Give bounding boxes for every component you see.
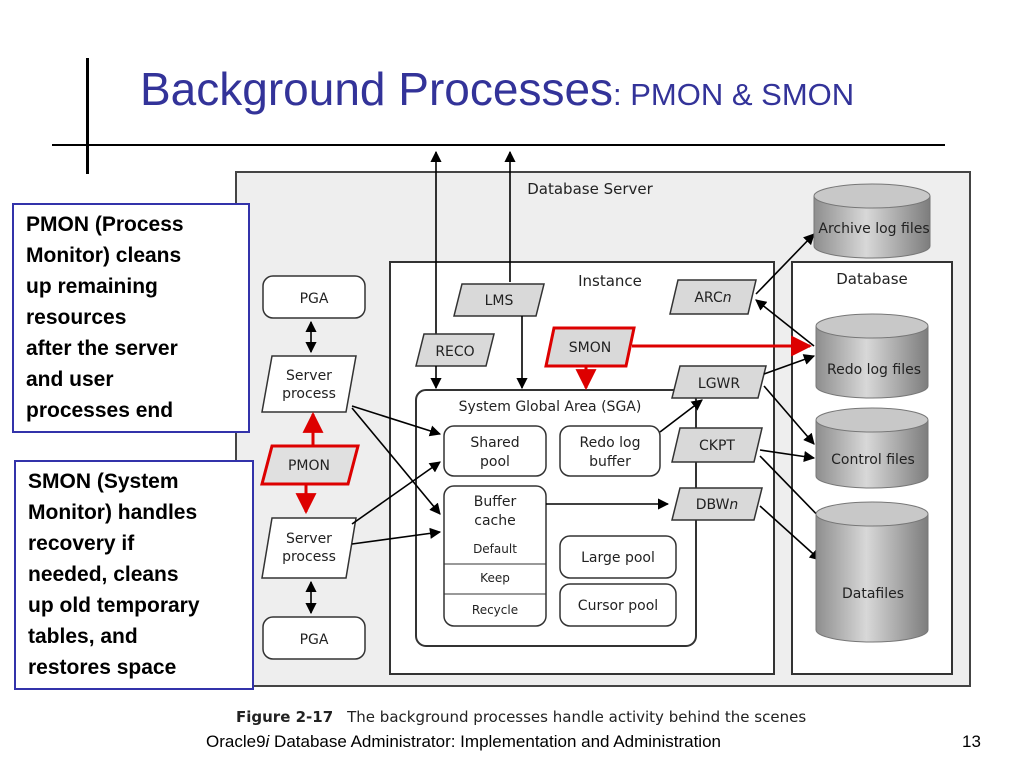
horizontal-accent-line [52,144,945,146]
server-process-bottom-box [261,517,357,579]
sga-label: System Global Area (SGA) [459,399,642,415]
pmon-callout-line: and user [26,368,114,391]
arrow-dbwn-to-datafiles [759,505,821,561]
large-pool-label: Large pool [581,550,655,566]
server-process-top-box [261,355,357,413]
redo-log-buffer-line1: Redo log [580,435,641,451]
server-process-top-line2: process [282,386,336,402]
buffer-cache-line1: Buffer [474,494,517,510]
pmon-callout-line: after the server [26,337,178,360]
buffer-cache-keep: Keep [480,571,510,585]
pga-bottom-box [262,616,366,660]
pmon-callout-line: processes end [26,399,174,422]
smon-callout-line: tables, and [28,625,138,648]
arcn-box [669,279,757,315]
datafiles-label: Datafiles [842,586,904,602]
smon-callout-line: needed, cleans [28,563,179,586]
buffer-cache-line2: cache [474,513,515,529]
database-server-label: Database Server [527,180,653,198]
arrow-lgwr-to-control [763,385,815,445]
datafiles-cylinder: Datafiles [815,501,929,643]
arrow-server-bottom-to-buffer-cache [351,527,442,545]
ckpt-label: CKPT [699,438,735,454]
server-process-bottom-line1: Server [286,531,332,547]
smon-callout-line: Monitor) handles [28,501,198,524]
large-pool-box [559,535,677,579]
shared-pool-box [443,425,547,477]
lms-box [453,283,545,317]
pmon-callout-line: resources [26,306,127,329]
arrow-server-bottom-to-shared-pool [351,461,441,525]
arrow-redo-buffer-to-lgwr [659,399,703,433]
cursor-pool-box [559,583,677,627]
smon-callout-line: restores space [28,656,177,679]
control-files-cylinder: Control files [815,407,929,489]
lgwr-label: LGWR [698,376,740,392]
buffer-cache-recycle: Recycle [472,603,518,617]
smon-label: SMON [569,340,611,356]
title-sub: : PMON & SMON [613,77,855,112]
reco-label: RECO [435,344,474,360]
buffer-cache-box [443,485,547,627]
figure-caption: Figure 2-17 The background processes hand… [236,708,806,726]
arcn-label: ARCn [694,290,731,306]
arrow-server-top-to-shared-pool [351,405,442,437]
smon-callout-line: up old temporary [28,594,200,617]
smon-callout: SMON (System Monitor) handles recovery i… [14,460,254,690]
pmon-label: PMON [288,458,330,474]
vertical-accent-line [86,58,89,174]
reco-box [415,333,495,367]
database-label: Database [836,270,908,288]
smon-callout-line: SMON (System [28,470,179,493]
ckpt-box [671,427,763,463]
lms-label: LMS [485,293,514,309]
figure-caption-text: The background processes handle activity… [346,708,806,726]
pga-top-label: PGA [300,291,329,307]
footer-rest: Database Administrator: Implementation a… [269,732,721,751]
instance-label: Instance [578,272,642,290]
smon-callout-line: recovery if [28,532,135,555]
redo-log-buffer-box [559,425,661,477]
redo-log-files-cylinder: Redo log files [815,313,929,399]
archive-log-files-cylinder: Archive log files [813,183,931,259]
pmon-callout: PMON (Process Monitor) cleans up remaini… [12,203,250,433]
shared-pool-line1: Shared [470,435,519,451]
pga-bottom-label: PGA [300,632,329,648]
arrow-server-top-to-buffer-cache [351,407,441,515]
cursor-pool-label: Cursor pool [578,598,658,614]
pmon-callout-line: PMON (Process [26,213,184,236]
title-main: Background Processes [140,63,614,115]
shared-pool-line2: pool [480,454,510,470]
server-process-top-line1: Server [286,368,332,384]
control-files-label: Control files [831,452,915,468]
smon-box [544,326,636,368]
redo-log-files-label: Redo log files [827,362,921,378]
dbwn-box [671,487,763,521]
redo-log-buffer-line2: buffer [589,454,631,470]
footer-italic: i [265,732,270,751]
arrow-ckpt-to-control [759,449,816,463]
pga-top-box [262,275,366,319]
buffer-cache-default: Default [473,542,517,556]
archive-log-files-label: Archive log files [818,221,929,237]
pmon-callout-line: Monitor) cleans [26,244,182,267]
slide-title: Background Processes: PMON & SMON [140,62,854,116]
server-process-bottom-line2: process [282,549,336,565]
footer-prefix: Oracle9 [206,732,266,751]
figure-caption-label: Figure 2-17 [236,708,333,726]
arrow-lgwr-to-redo [763,354,816,375]
pmon-callout-line: up remaining [26,275,158,298]
slide-footer: Oracle9i Database Administrator: Impleme… [206,732,721,752]
arrow-arcn-to-archive [755,233,815,295]
page-number: 13 [962,732,981,751]
pmon-box [260,444,360,486]
lgwr-box [671,365,767,399]
dbwn-label: DBWn [696,497,739,513]
